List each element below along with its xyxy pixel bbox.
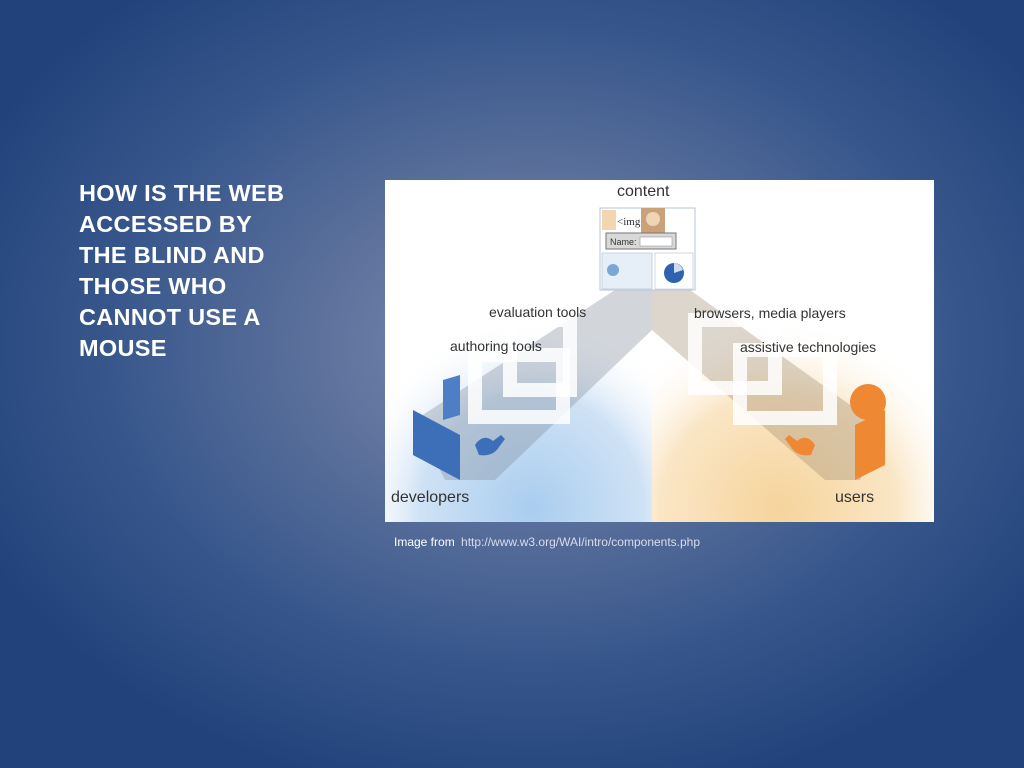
label-users: users (835, 489, 874, 506)
developer-figure (413, 375, 505, 480)
components-diagram-svg: <img Name: content evaluation tools (385, 183, 934, 522)
authoring-tools-frame (468, 348, 570, 424)
label-assistive-technologies: assistive technologies (740, 339, 876, 355)
child-face-icon (646, 212, 660, 226)
figure-glyph-icon (602, 210, 616, 230)
assistive-technologies-frame (733, 343, 837, 425)
components-diagram: <img Name: content evaluation tools (385, 180, 934, 522)
img-tag-text: <img (617, 216, 641, 228)
label-evaluation-tools: evaluation tools (489, 304, 586, 320)
label-browsers-media-players: browsers, media players (694, 305, 846, 321)
label-authoring-tools: authoring tools (450, 338, 542, 354)
user-hand-icon (785, 435, 815, 456)
label-developers: developers (391, 489, 469, 506)
cloud-icon (607, 264, 619, 276)
user-figure (785, 384, 886, 480)
content-document: <img Name: (599, 207, 696, 291)
pie-slice-icon (674, 263, 683, 273)
label-content: content (617, 183, 670, 200)
user-head-icon (850, 384, 886, 420)
developer-hand-icon (475, 435, 505, 456)
caption-prefix: Image from (394, 535, 455, 549)
image-caption: Image from http://www.w3.org/WAI/intro/c… (394, 535, 700, 549)
name-field-input (639, 236, 673, 247)
source-link[interactable]: http://www.w3.org/WAI/intro/components.p… (461, 535, 701, 549)
slide-title: HOW IS THE WEB ACCESSED BY THE BLIND AND… (79, 180, 285, 361)
name-field-label: Name: (610, 237, 637, 247)
